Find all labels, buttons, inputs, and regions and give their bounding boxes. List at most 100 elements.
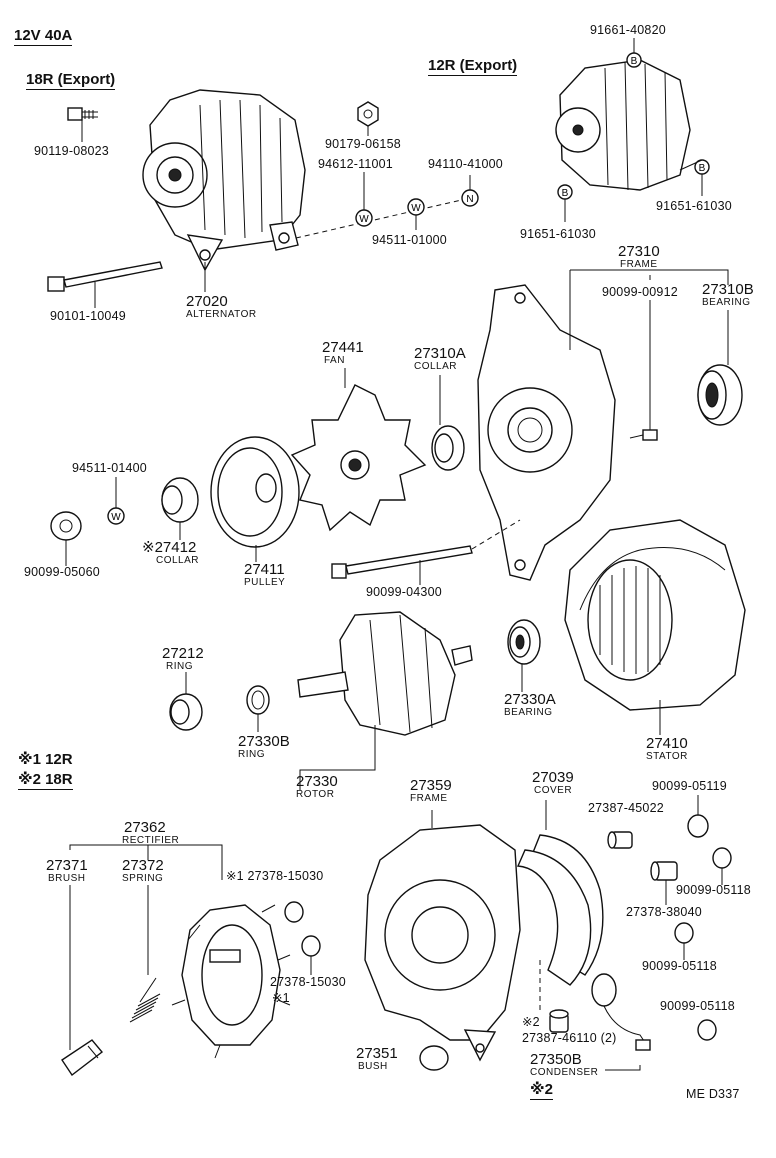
- part-number-27372[interactable]: 27372: [122, 857, 164, 874]
- marker-27378-15030-b: ※1: [272, 991, 290, 1005]
- part-name-rectifier: RECTIFIER: [122, 835, 180, 846]
- part-name-fan: FAN: [324, 355, 345, 366]
- ring-27212-illustration: [169, 693, 203, 731]
- part-number-27412[interactable]: ※27412: [142, 539, 197, 556]
- part-number-27020[interactable]: 27020: [186, 293, 228, 310]
- marker-letter: W: [359, 214, 369, 225]
- frame-27310-illustration: [477, 284, 616, 581]
- part-number-27441[interactable]: 27441: [322, 339, 364, 356]
- footnote-18r: ※2 18R: [18, 771, 73, 790]
- part-number-91651-61030-a[interactable]: 91651-61030: [520, 227, 596, 241]
- part-number-91661-40820[interactable]: 91661-40820: [590, 23, 666, 37]
- nut-90099-05118-a-illustration: [712, 847, 732, 869]
- part-number-27330a[interactable]: 27330A: [504, 691, 556, 708]
- part-name-collar-27412: COLLAR: [156, 555, 200, 566]
- svg-text:B: B: [562, 188, 569, 199]
- rectifier-27362-illustration: [171, 904, 291, 1059]
- nut-90099-05118-b-illustration: [674, 922, 694, 944]
- part-number-90099-05119[interactable]: 90099-05119: [652, 779, 727, 793]
- part-number-90099-00912[interactable]: 90099-00912: [602, 285, 678, 299]
- part-number-90179-06158[interactable]: 90179-06158: [325, 137, 401, 151]
- svg-text:W: W: [411, 203, 421, 214]
- variant-18r-heading: 18R (Export): [26, 71, 116, 90]
- cover-27039-illustration: [516, 834, 604, 986]
- condenser-27350b-illustration: [591, 973, 651, 1051]
- part-number-90099-05118-c[interactable]: 90099-05118: [660, 999, 735, 1013]
- part-number-27387-46110[interactable]: 27387-46110 (2): [522, 1031, 617, 1045]
- part-number-27310b[interactable]: 27310B: [702, 281, 754, 298]
- washer-marker-94612-11001: W: [355, 209, 373, 227]
- part-name-condenser: CONDENSER: [530, 1067, 599, 1078]
- variant-12r-heading: 12R (Export): [428, 57, 518, 76]
- voltage-spec-heading: 12V 40A: [14, 27, 73, 46]
- bolt-90101-10049-illustration: [47, 261, 163, 292]
- terminal-27378-38040-illustration: [650, 861, 678, 881]
- part-number-27410[interactable]: 27410: [646, 735, 688, 752]
- part-name-cover: COVER: [534, 785, 573, 796]
- part-name-rotor: ROTOR: [296, 789, 335, 800]
- part-name-pulley: PULLEY: [244, 577, 286, 588]
- ring-27330b-illustration: [246, 685, 270, 715]
- stator-27410-illustration: [564, 519, 746, 711]
- part-number-27378-38040[interactable]: 27378-38040: [626, 905, 702, 919]
- bearing-27310b-illustration: [697, 364, 743, 426]
- part-number-27330[interactable]: 27330: [296, 773, 338, 790]
- part-number-27310[interactable]: 27310: [618, 243, 660, 260]
- part-number-90099-05060[interactable]: 90099-05060: [24, 565, 100, 579]
- part-number-27371[interactable]: 27371: [46, 857, 88, 874]
- part-name-frame-27359: FRAME: [410, 793, 448, 804]
- collar-27310a-illustration: [431, 425, 465, 471]
- svg-text:B: B: [631, 56, 638, 67]
- alternator-18r-illustration: [142, 89, 306, 272]
- nut-90099-05119-illustration: [687, 814, 709, 838]
- pulley-27411-illustration: [210, 436, 300, 548]
- marker-27350b: ※2: [530, 1081, 553, 1100]
- screw-90099-00912-illustration: [629, 429, 658, 441]
- alternator-12r-illustration: [555, 59, 691, 191]
- marker-27387-46110: ※2: [522, 1015, 540, 1029]
- part-number-27310a[interactable]: 27310A: [414, 345, 466, 362]
- part-number-27378-15030-b[interactable]: 27378-15030: [270, 975, 346, 989]
- part-number-94612-11001[interactable]: 94612-11001: [318, 157, 393, 171]
- part-number-90099-05118-a[interactable]: 90099-05118: [676, 883, 751, 897]
- footnote-12r: ※1 12R: [18, 751, 73, 768]
- nut-90179-06158-illustration: [357, 101, 379, 127]
- rotor-27330-illustration: [297, 611, 473, 736]
- part-number-27411[interactable]: 27411: [244, 561, 285, 578]
- part-number-27378-15030-a[interactable]: ※1 27378-15030: [226, 869, 324, 883]
- part-name-spring: SPRING: [122, 873, 164, 884]
- part-number-27359[interactable]: 27359: [410, 777, 452, 794]
- part-number-90099-04300[interactable]: 90099-04300: [366, 585, 442, 599]
- part-name-brush: BRUSH: [48, 873, 86, 884]
- part-number-27351[interactable]: 27351: [356, 1045, 398, 1062]
- bolt-90099-04300-illustration: [331, 545, 473, 579]
- svg-text:N: N: [466, 194, 473, 205]
- part-number-27330b[interactable]: 27330B: [238, 733, 290, 750]
- part-number-27039[interactable]: 27039: [532, 769, 574, 786]
- part-number-91651-61030-b[interactable]: 91651-61030: [656, 199, 732, 213]
- part-name-stator: STATOR: [646, 751, 688, 762]
- part-name-collar: COLLAR: [414, 361, 458, 372]
- part-number-27212[interactable]: 27212: [162, 645, 204, 662]
- part-number-94511-01400[interactable]: 94511-01400: [72, 461, 147, 475]
- part-number-94511-01000[interactable]: 94511-01000: [372, 233, 447, 247]
- part-number-90099-05118-b[interactable]: 90099-05118: [642, 959, 717, 973]
- part-name-bearing: BEARING: [702, 297, 751, 308]
- part-name-bearing-27330a: BEARING: [504, 707, 553, 718]
- part-number-94110-41000[interactable]: 94110-41000: [428, 157, 503, 171]
- mount-bolt-axis-line: [295, 197, 471, 239]
- bearing-27330a-illustration: [507, 619, 541, 665]
- insulator-27378-15030-a-illustration: [284, 901, 304, 923]
- bolt-marker-91651-61030-a: B: [557, 184, 573, 200]
- svg-text:W: W: [111, 512, 121, 523]
- part-number-27350b[interactable]: 27350B: [530, 1051, 582, 1068]
- part-number-90101-10049[interactable]: 90101-10049: [50, 309, 126, 323]
- part-number-27362[interactable]: 27362: [124, 819, 166, 836]
- part-number-27387-45022[interactable]: 27387-45022: [588, 801, 664, 815]
- part-number-90119-08023[interactable]: 90119-08023: [34, 144, 109, 158]
- marker-symbol: ※: [142, 539, 155, 556]
- washer-marker-94511-01000: W: [407, 198, 425, 216]
- terminal-27387-45022-illustration: [607, 831, 633, 849]
- terminal-27387-46110-illustration: [549, 1009, 569, 1033]
